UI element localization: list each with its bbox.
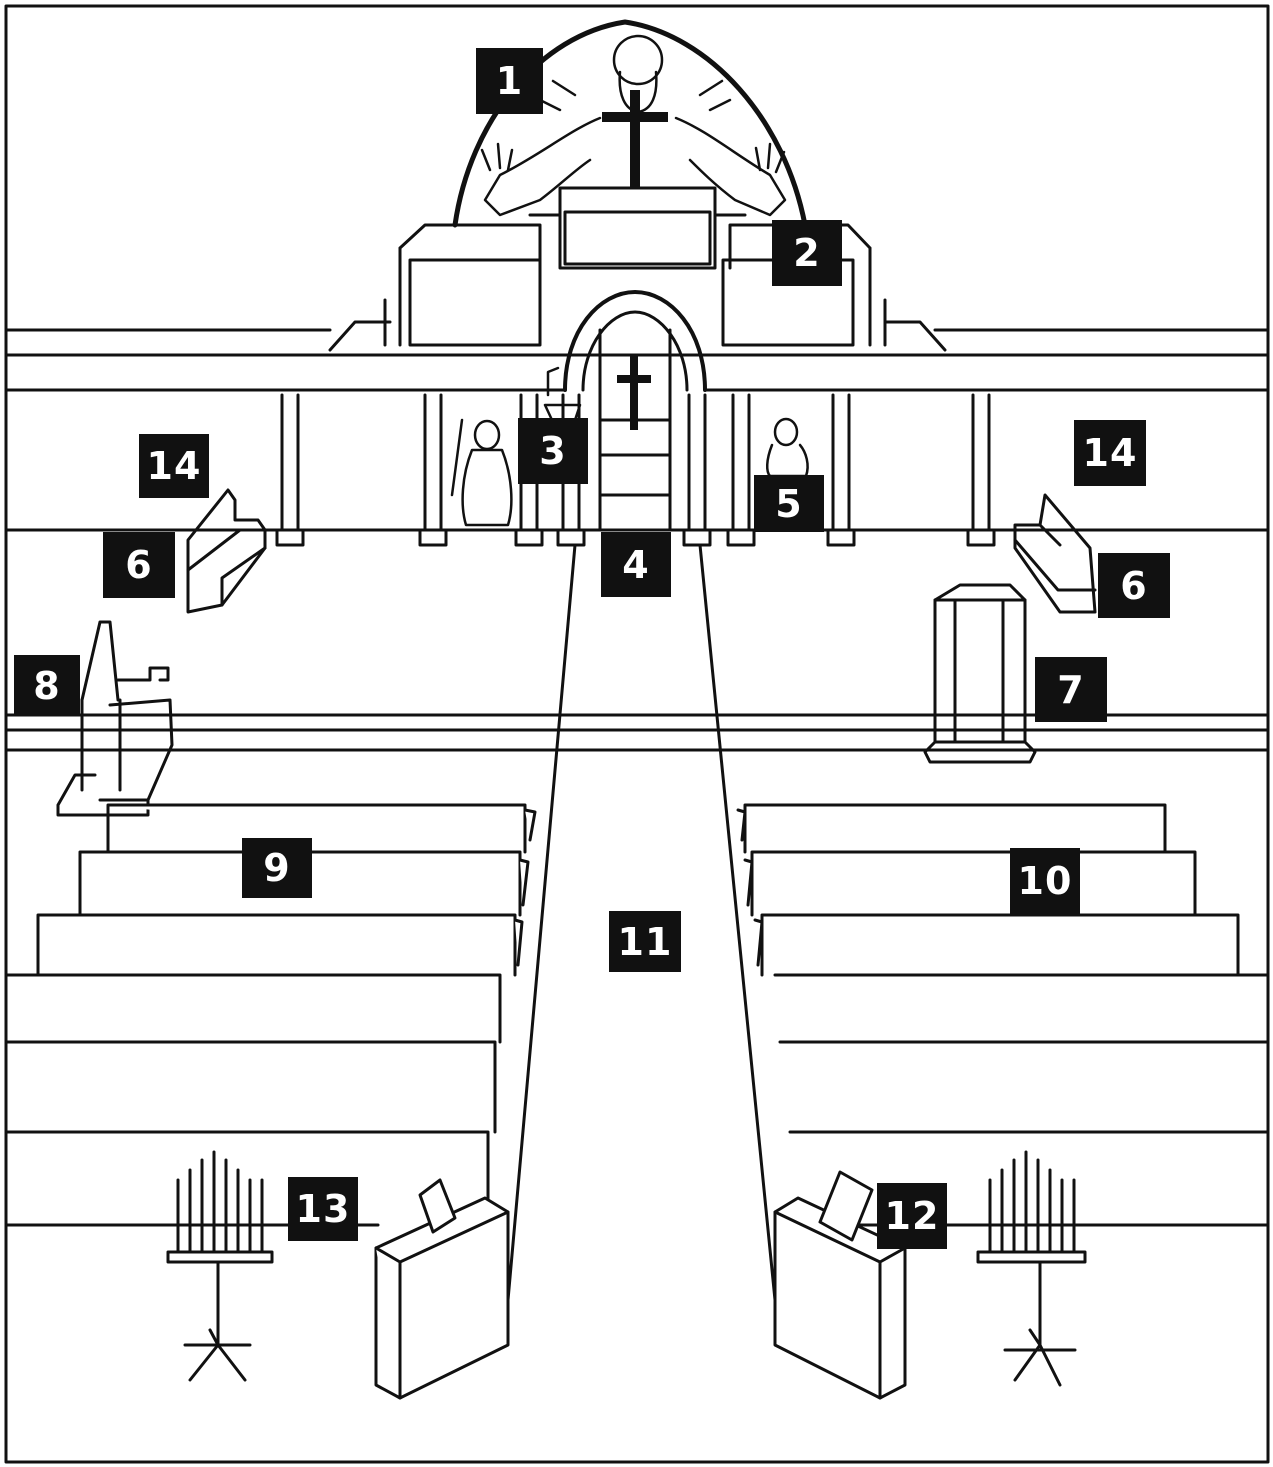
label-3: 3 [518, 418, 588, 484]
label-9: 9 [242, 838, 312, 898]
large-cross [602, 90, 668, 188]
label-4: 4 [601, 532, 671, 597]
statue-right [767, 419, 807, 476]
label-14-left: 14 [139, 434, 209, 498]
side-bench-left [188, 490, 265, 612]
label-1: 1 [476, 48, 543, 114]
label-8: 8 [14, 655, 80, 716]
label-5: 5 [754, 475, 824, 532]
label-7: 7 [1035, 657, 1107, 722]
label-10: 10 [1010, 848, 1080, 914]
candle-stand-right [978, 1152, 1085, 1385]
kneeler-left [376, 1180, 508, 1398]
altar-reredos [330, 188, 945, 350]
side-bench-right [1015, 495, 1095, 612]
pews-right [738, 805, 1268, 1225]
label-2: 2 [772, 220, 842, 286]
label-14-right: 14 [1074, 420, 1146, 486]
label-6-right: 6 [1098, 553, 1170, 618]
ambo [925, 585, 1035, 762]
label-11: 11 [609, 911, 681, 972]
label-6-left: 6 [103, 532, 175, 598]
label-12: 12 [877, 1183, 947, 1249]
statue-left [452, 420, 511, 525]
candle-stand-left [168, 1152, 272, 1380]
label-13: 13 [288, 1177, 358, 1241]
presider-chair [58, 622, 172, 815]
